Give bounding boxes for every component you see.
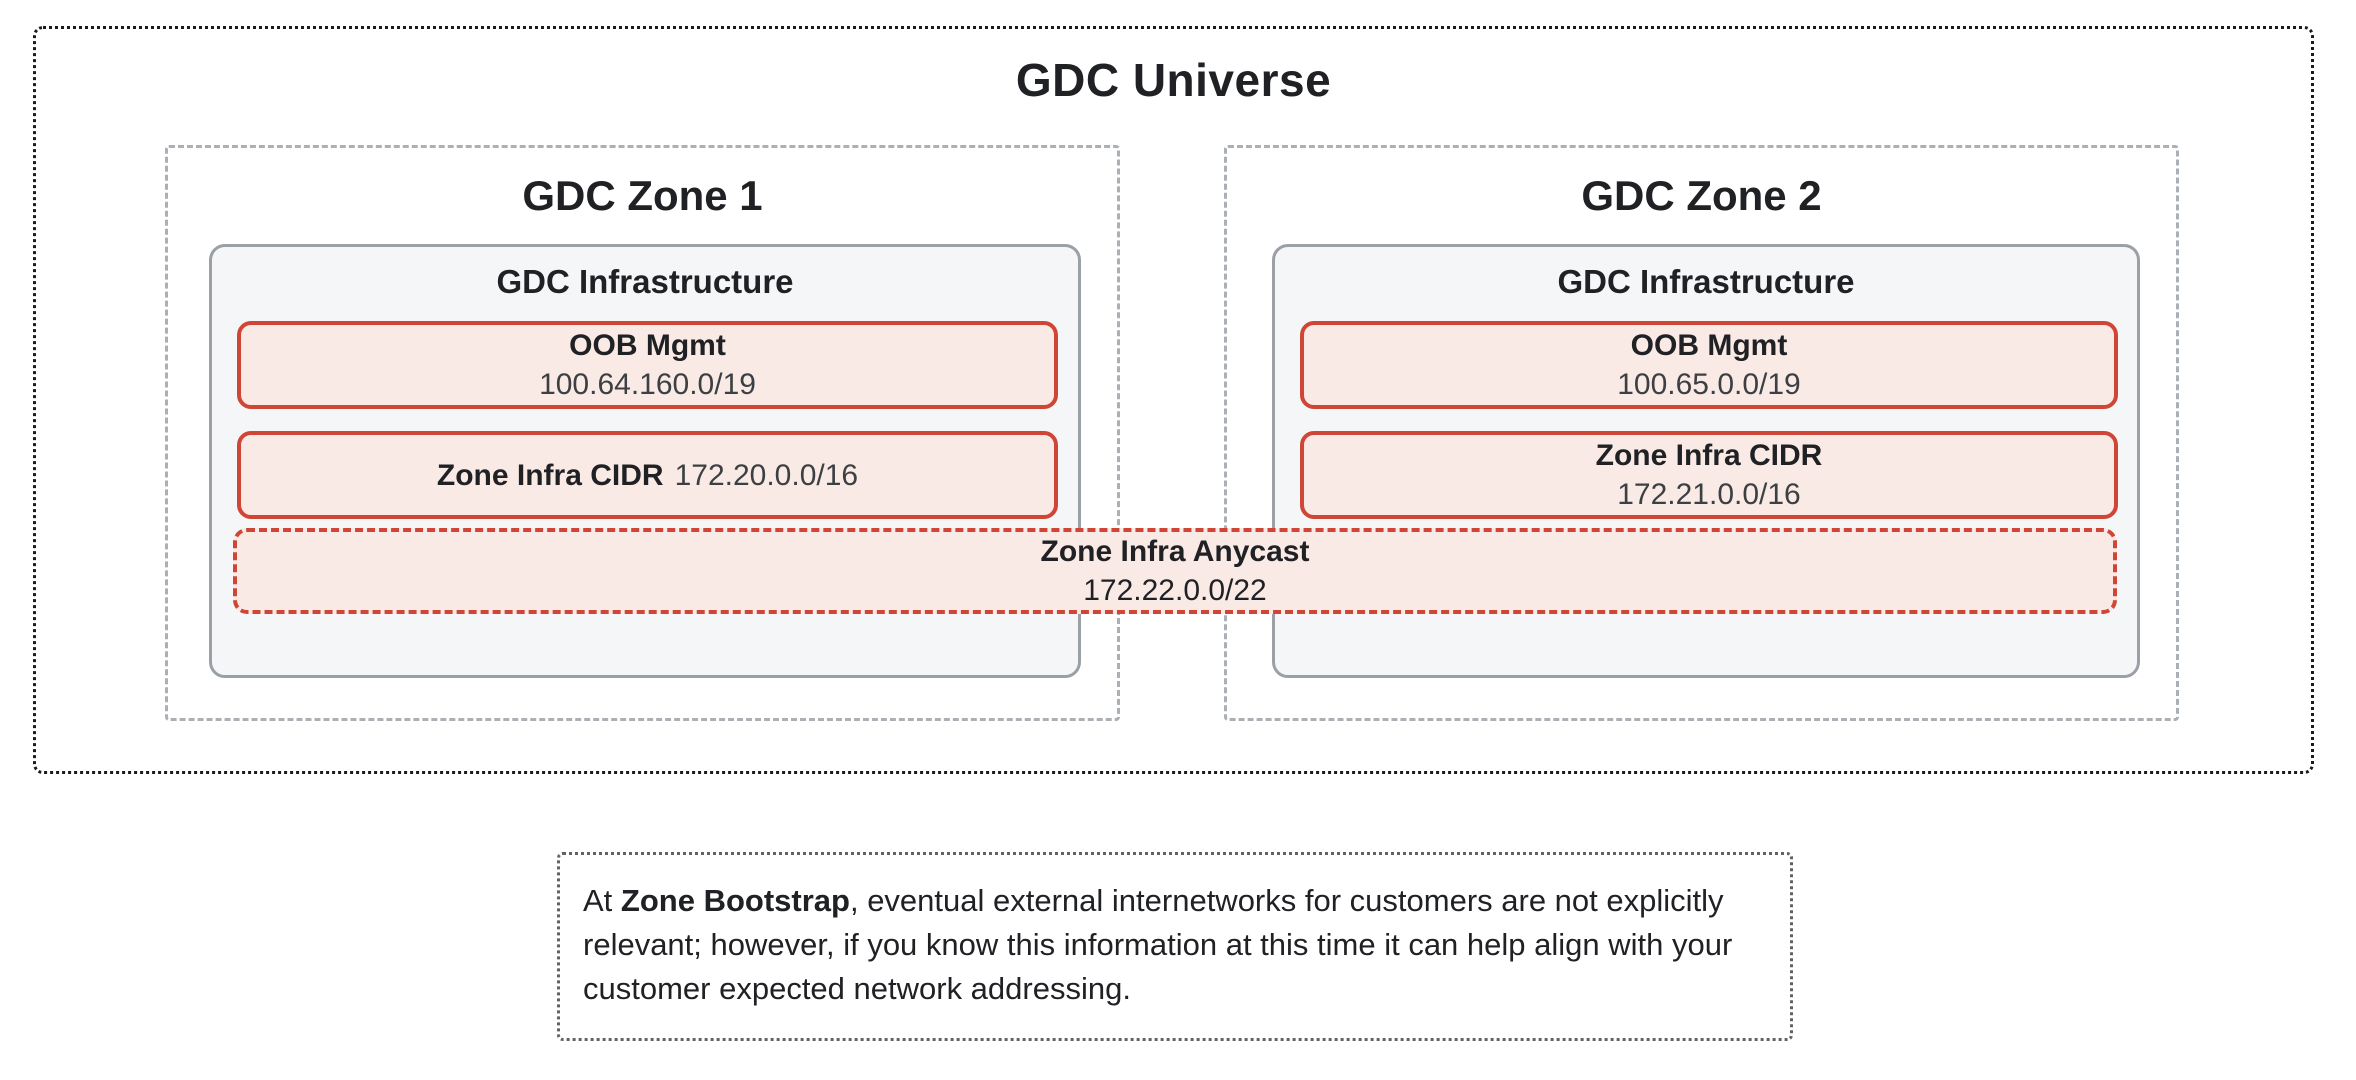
infrastructure-title-zone-2: GDC Infrastructure (1557, 263, 1855, 300)
zone-1-title: GDC Zone 1 (522, 172, 763, 219)
note-rest: , eventual external internetworks for cu… (583, 883, 1733, 1006)
zone-infra-cidr-box-zone-1: Zone Infra CIDR 172.20.0.0/16 (237, 431, 1058, 519)
zone-infra-cidr-box-zone-2: Zone Infra CIDR 172.21.0.0/16 (1300, 431, 2118, 519)
zone-infra-cidr-label-zone-1: Zone Infra CIDR (436, 458, 664, 492)
zone-infra-cidr-label-zone-2: Zone Infra CIDR (1595, 439, 1823, 472)
oob-mgmt-label-zone-1: OOB Mgmt (569, 329, 726, 362)
note-bold-term: Zone Bootstrap (620, 883, 850, 918)
note-prefix: At (583, 883, 621, 918)
universe-title: GDC Universe (1015, 54, 1332, 106)
oob-mgmt-cidr-zone-2: 100.65.0.0/19 (1617, 368, 1801, 401)
oob-mgmt-box-zone-2: OOB Mgmt 100.65.0.0/19 (1300, 321, 2118, 409)
zone-2-title: GDC Zone 2 (1581, 172, 1822, 219)
oob-mgmt-cidr-zone-1: 100.64.160.0/19 (539, 368, 756, 401)
zone-bootstrap-note-box: At Zone Bootstrap, eventual external int… (557, 852, 1793, 1041)
gdc-zone-2-box: GDC Zone 2 GDC Infrastructure OOB Mgmt 1… (1224, 145, 2179, 721)
zone-infra-anycast-box: Zone Infra Anycast 172.22.0.0/22 (233, 528, 2117, 614)
gdc-universe-box: GDC Universe (33, 26, 2314, 774)
zone-bootstrap-note-text: At Zone Bootstrap, eventual external int… (583, 879, 1768, 1011)
oob-mgmt-label-zone-2: OOB Mgmt (1630, 329, 1788, 362)
zone-infra-cidr-value-zone-1: 172.20.0.0/16 (674, 458, 859, 492)
zone-infra-anycast-cidr: 172.22.0.0/22 (1083, 574, 1267, 607)
infrastructure-title-zone-1: GDC Infrastructure (496, 263, 794, 300)
zone-infra-anycast-label: Zone Infra Anycast (1040, 535, 1310, 568)
zone-infra-cidr-value-zone-2: 172.21.0.0/16 (1617, 478, 1801, 511)
zone-infra-cidr-line-zone-1: Zone Infra CIDR 172.20.0.0/16 (437, 456, 858, 495)
oob-mgmt-box-zone-1: OOB Mgmt 100.64.160.0/19 (237, 321, 1058, 409)
gdc-zone-1-box: GDC Zone 1 GDC Infrastructure OOB Mgmt 1… (165, 145, 1120, 721)
